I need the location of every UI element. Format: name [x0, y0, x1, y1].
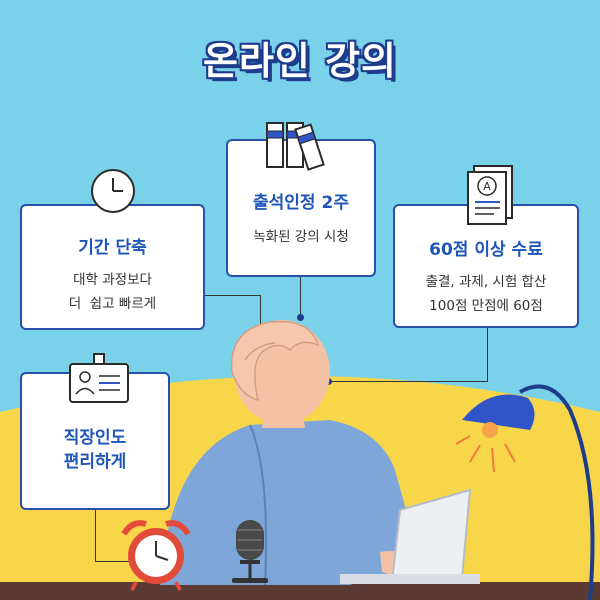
books-icon [266, 122, 325, 171]
clock-icon [91, 169, 135, 213]
completion-title: 60점 이상 수료 [429, 240, 543, 260]
connector-line [205, 295, 260, 296]
worker-title-line-1: 직장인도 [63, 428, 127, 448]
attendance-title: 출석인정 2주 [253, 193, 349, 213]
attendance-text: 녹화된 강의 시청 [253, 229, 349, 245]
connector-line [95, 510, 96, 562]
connector-line [328, 381, 488, 382]
connector-line [95, 561, 135, 562]
completion-text-line-1: 출결, 과제, 시험 합산 [425, 274, 547, 290]
id-badge-icon [69, 353, 129, 403]
period-text-line-1: 대학 과정보다 [73, 272, 152, 288]
completion-text-line-2: 100점 만점에 60점 [429, 298, 543, 314]
period-card: 기간 단축 대학 과정보다 더 쉽고 빠르게 [20, 204, 205, 330]
connector-line [260, 295, 261, 343]
worker-title-line-2: 편리하게 [63, 452, 127, 472]
connector-dot [297, 314, 304, 321]
grade-letter: A [483, 180, 491, 193]
connector-line [487, 328, 488, 382]
period-title: 기간 단축 [78, 238, 147, 258]
grade-document-icon: A [467, 165, 513, 225]
worker-card: 직장인도 편리하게 [20, 372, 170, 510]
page-title: 온라인 강의 [202, 39, 398, 83]
period-text-line-2: 더 쉽고 빠르게 [68, 296, 157, 312]
connector-line [300, 276, 301, 318]
